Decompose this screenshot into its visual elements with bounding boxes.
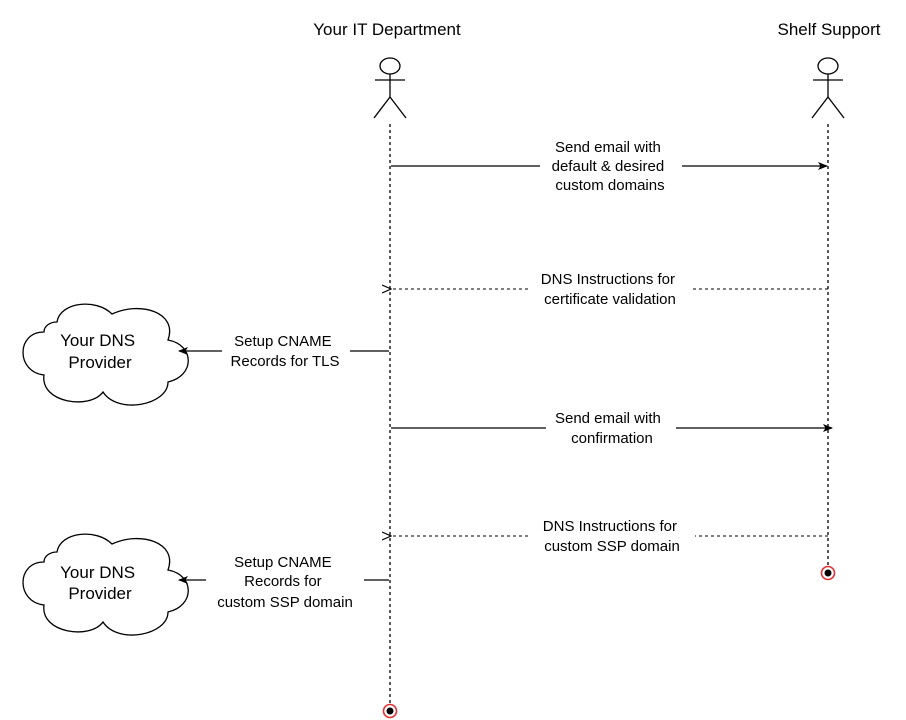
message-4-line-2: confirmation: [571, 430, 653, 447]
actor-label-shelf-support: Shelf Support: [777, 20, 880, 39]
message-3-line-1: Setup CNAME: [234, 333, 332, 350]
svg-text:Setup CNAME Records for: Setup CNAME Records for custom SSP domai…: [217, 554, 353, 611]
svg-text:Your DNS Provider: Your DNS Provider: [60, 563, 140, 603]
it-department-actor-icon: [373, 57, 407, 119]
svg-text:Your DNS Provider: Your DNS Provider: [60, 331, 140, 372]
it-department-terminator-icon: [382, 703, 398, 719]
dns-provider-cloud-2: Your DNS Provider: [22, 533, 189, 636]
svg-text:DNS Instructions for custo: DNS Instructions for custom SSP domain: [543, 518, 681, 555]
message-4-line-1: Send email with: [555, 410, 661, 427]
message-6-line-1: Setup CNAME: [234, 554, 332, 571]
dns-provider-cloud-1: Your DNS Provider: [22, 303, 189, 406]
message-2-line-2: certificate validation: [544, 291, 676, 308]
shelf-support-terminator-icon: [820, 565, 836, 581]
dns-provider-2-line-2: Provider: [68, 584, 132, 603]
svg-text:DNS Instructions for certi: DNS Instructions for certificate validat…: [541, 271, 679, 308]
actor-label-it-department: Your IT Department: [313, 20, 461, 39]
shelf-support-actor-icon: [811, 57, 845, 119]
message-6-line-3: custom SSP domain: [217, 594, 353, 611]
svg-text:Setup CNAME Records for TL: Setup CNAME Records for TLS: [231, 333, 340, 370]
message-5-line-1: DNS Instructions for: [543, 518, 677, 535]
dns-provider-2-line-1: Your DNS: [60, 563, 135, 582]
message-3-line-2: Records for TLS: [231, 353, 340, 370]
message-6-line-2: Records for: [244, 573, 322, 590]
svg-text:Send email with default &: Send email with default & desired custom…: [552, 139, 669, 194]
message-5-line-2: custom SSP domain: [544, 538, 680, 555]
message-1-line-1: Send email with: [555, 139, 661, 156]
svg-text:Send email with confirmati: Send email with confirmation: [555, 410, 665, 447]
message-2-line-1: DNS Instructions for: [541, 271, 675, 288]
dns-provider-1-line-2: Provider: [68, 353, 132, 372]
message-1-line-3: custom domains: [555, 177, 664, 194]
message-1-line-2: default & desired: [552, 158, 665, 175]
dns-provider-1-line-1: Your DNS: [60, 331, 135, 350]
